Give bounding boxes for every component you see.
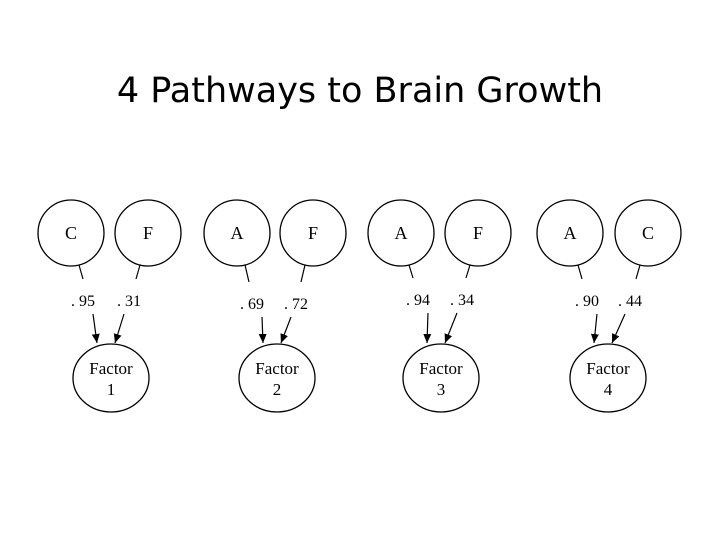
path-arrow	[444, 312, 458, 344]
path-line-upper	[577, 264, 583, 280]
path-coefficient: . 44	[618, 293, 642, 310]
path-arrow	[91, 313, 100, 344]
path-line-upper	[408, 264, 414, 279]
factor-label-number: 1	[107, 380, 116, 399]
input-node-label: F	[143, 223, 153, 243]
path-line-upper	[78, 264, 84, 280]
input-node-3-2	[444, 199, 512, 267]
pathway-2: A F . 69 . 72 Factor 2	[203, 199, 347, 413]
factor-node-1	[72, 343, 150, 413]
input-node-1-2	[114, 199, 182, 267]
factor-node-2	[238, 343, 316, 413]
factor-label-name: Factor	[419, 359, 463, 378]
input-node-label: A	[564, 223, 577, 243]
path-coefficient: . 90	[575, 293, 599, 310]
path-line-upper	[135, 264, 141, 280]
path-arrow	[611, 313, 626, 344]
input-node-label: A	[231, 223, 244, 243]
input-node-label: C	[642, 223, 654, 243]
pathway-4: A C . 90 . 44 Factor 4	[536, 199, 682, 413]
pathway-3: A F . 94 . 34 Factor 3	[367, 199, 512, 413]
input-node-label: F	[308, 223, 318, 243]
input-node-2-1	[203, 199, 271, 267]
factor-label-number: 4	[604, 380, 613, 399]
path-coefficient: . 94	[406, 292, 430, 309]
factor-label-name: Factor	[89, 359, 133, 378]
factor-node-3	[402, 343, 480, 413]
path-coefficient: . 34	[450, 292, 474, 309]
input-node-4-1	[536, 199, 604, 267]
input-node-3-1	[367, 199, 435, 267]
input-node-1-1	[37, 199, 105, 267]
input-node-label: F	[473, 223, 483, 243]
input-node-label: A	[395, 223, 408, 243]
path-coefficient: . 69	[240, 296, 264, 313]
input-node-label: C	[65, 223, 77, 243]
pathway-1: C F . 95 . 31 Factor 1	[37, 199, 182, 413]
path-arrow	[113, 313, 125, 344]
path-coefficient: . 72	[284, 296, 308, 313]
factor-node-4	[569, 343, 647, 413]
path-coefficient: . 95	[71, 293, 95, 310]
factor-label-number: 3	[437, 380, 446, 399]
input-node-2-2	[279, 199, 347, 267]
factor-label-name: Factor	[255, 359, 299, 378]
factor-label-name: Factor	[586, 359, 630, 378]
factor-label-number: 2	[273, 380, 282, 399]
path-arrow	[258, 316, 267, 344]
path-line-upper	[300, 264, 306, 283]
path-arrow	[423, 312, 432, 344]
path-line-upper	[465, 264, 471, 279]
slide-title: 4 Pathways to Brain Growth	[116, 71, 604, 112]
path-arrow	[590, 313, 599, 344]
path-coefficient: . 31	[117, 293, 141, 310]
path-line-upper	[244, 264, 250, 283]
path-line-upper	[635, 264, 641, 280]
input-node-4-2	[614, 199, 682, 267]
path-arrow	[280, 316, 292, 344]
